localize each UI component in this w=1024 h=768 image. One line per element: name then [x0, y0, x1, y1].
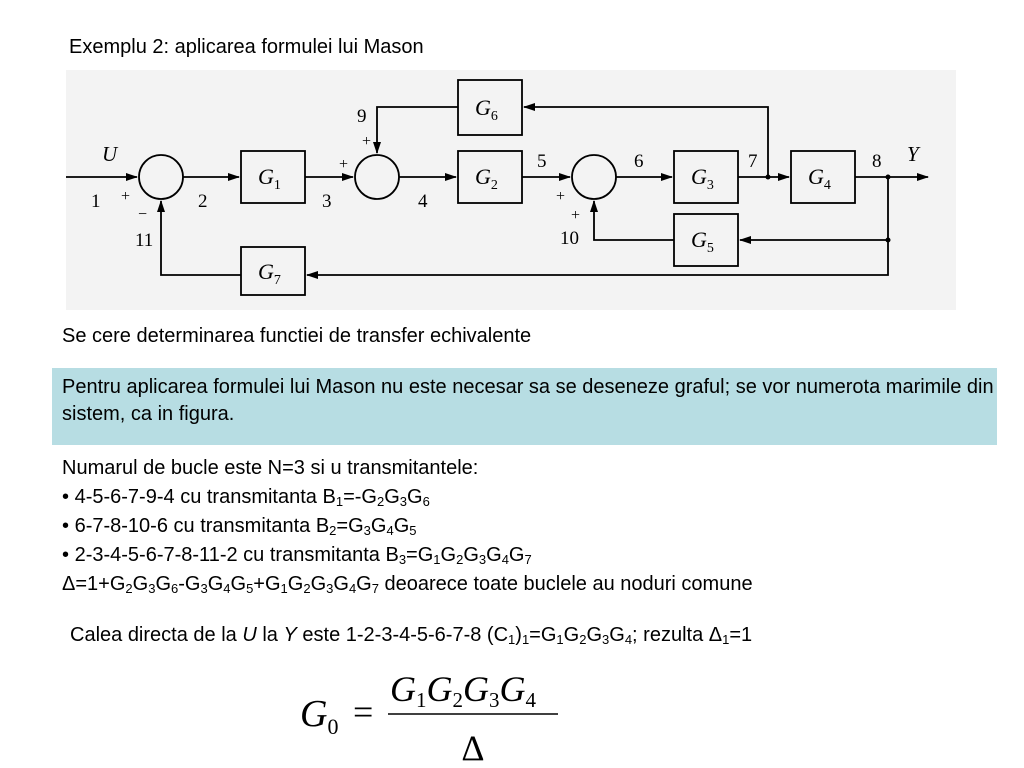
slide-title: Exemplu 2: aplicarea formulei lui Mason	[69, 36, 424, 58]
node-label-1: 1	[91, 191, 101, 212]
block-label-g2: G2	[475, 164, 498, 193]
formula-equals: =	[353, 692, 373, 732]
problem-statement: Se cere determinarea functiei de transfe…	[62, 325, 532, 347]
block-g7	[240, 246, 306, 296]
loops-intro: Numarul de bucle este N=3 si u transmita…	[62, 457, 479, 479]
sign-plus-sum1: +	[121, 188, 130, 205]
note-callout: Pentru aplicarea formulei lui Mason nu e…	[52, 368, 997, 445]
node-label-11: 11	[135, 230, 153, 251]
sign-plus-sum3-bottom: +	[571, 207, 580, 224]
delta-expression: Δ=1+G2G3G6-G3G4G5+G1G2G3G4G7	[62, 573, 379, 596]
node-label-8: 8	[872, 151, 882, 172]
signal-11	[157, 200, 241, 276]
formula-lhs: G0	[300, 693, 338, 739]
block-label-g7: G7	[258, 259, 281, 288]
node-label-2: 2	[198, 191, 208, 212]
block-label-g4: G4	[808, 164, 831, 193]
delta-note: deoarece toate buclele au noduri comune	[384, 573, 753, 595]
formula-denominator: Δ	[461, 728, 484, 768]
sum-junction-3	[571, 154, 617, 200]
block-label-g1: G1	[258, 164, 281, 193]
node-label-5: 5	[537, 151, 547, 172]
delta-line: Δ=1+G2G3G6-G3G4G5+G1G2G3G4G7 deoarece to…	[62, 570, 753, 599]
block-label-g5: G5	[691, 227, 714, 256]
input-label-u: U	[102, 142, 119, 166]
note-text: Pentru aplicarea formulei lui Mason nu e…	[62, 376, 994, 425]
diagram-background	[66, 70, 956, 310]
block-label-g3: G3	[691, 164, 714, 193]
signal-10	[590, 200, 674, 241]
node-label-3: 3	[322, 191, 332, 212]
loops-section: Numarul de bucle este N=3 si u transmita…	[62, 454, 753, 599]
sum-junction-1	[138, 154, 184, 200]
node-label-6: 6	[634, 151, 644, 172]
loop-item: • 6-7-8-10-6 cu transmitanta B2=G3G4G5	[62, 515, 417, 538]
loop-item: • 4-5-6-7-9-4 cu transmitanta B1=-G2G3G6	[62, 486, 430, 509]
sign-minus-sum1: −	[138, 206, 147, 223]
node-label-4: 4	[418, 191, 428, 212]
block-label-g6: G6	[475, 95, 498, 124]
sum-junction-2	[354, 154, 400, 200]
output-label-y: Y	[907, 142, 921, 166]
formula-numerator: G1G2G3G4	[390, 669, 537, 712]
loop-item: • 2-3-4-5-6-7-8-11-2 cu transmitanta B3=…	[62, 544, 532, 567]
transfer-function-formula: G0 = G1G2G3G4 Δ	[300, 669, 558, 768]
node-label-10: 10	[560, 228, 579, 249]
node-label-7: 7	[748, 151, 758, 172]
branch-7-to-g6	[523, 103, 769, 177]
sign-plus-sum3-left: +	[556, 188, 565, 205]
signal-9	[373, 106, 458, 154]
forward-path-line: Calea directa de la U la Y este 1-2-3-4-…	[70, 624, 753, 647]
node-label-9: 9	[357, 106, 367, 127]
sign-plus-sum2-top: +	[362, 133, 371, 150]
sign-plus-sum2-left: +	[339, 156, 348, 173]
branch-8-to-g7	[306, 240, 889, 279]
